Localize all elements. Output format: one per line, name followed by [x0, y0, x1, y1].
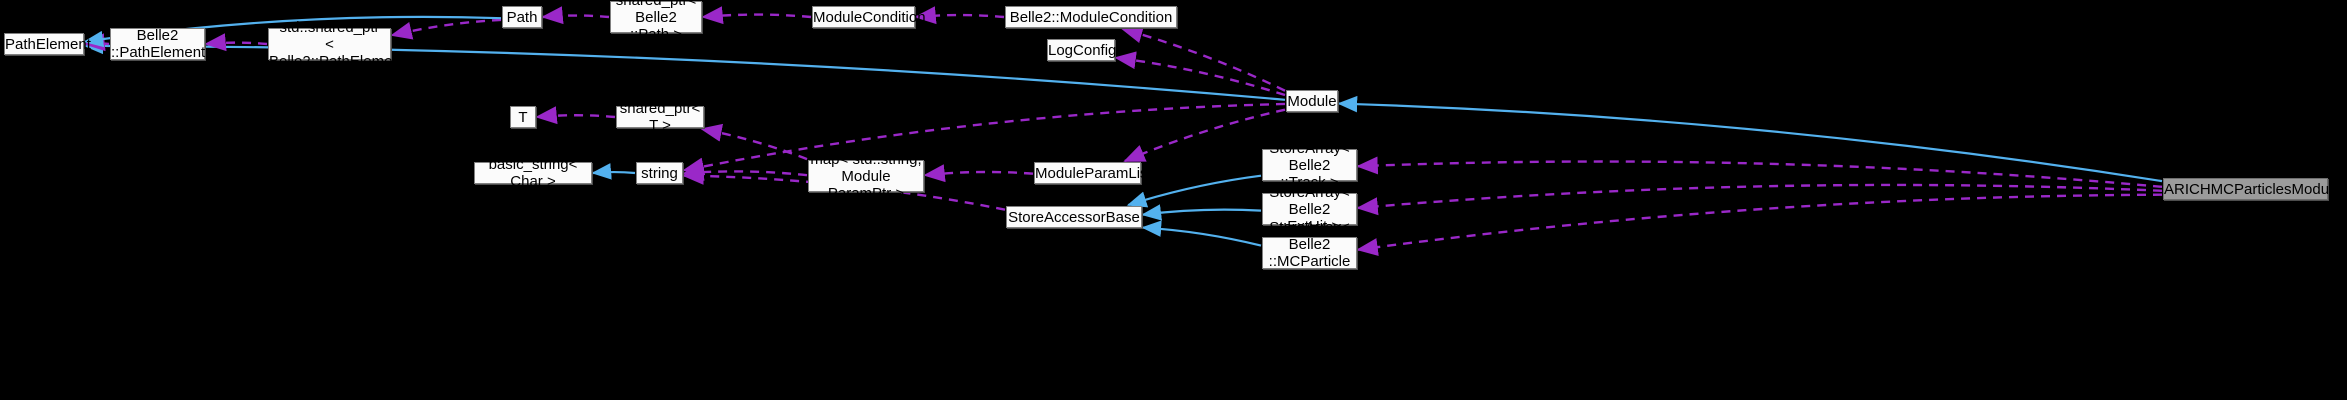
class-node-label: PathElement [5, 35, 91, 53]
class-node-label: string [641, 164, 678, 182]
class-node-label: shared_ptr< Belle2 ::PathElement > [111, 10, 206, 78]
edge-e-arich-to-storearray-mcparticle [1356, 193, 2163, 256]
class-node-label: map< std::string, Module ParamPtr > [810, 150, 922, 202]
edge-e-module-to-moduleparamlist [1123, 108, 1286, 163]
class-node-basic-string-char[interactable]: basic_string< Char > [474, 156, 592, 190]
class-node-module-param-list[interactable]: ModuleParamList [1034, 162, 1152, 184]
class-node-store-accessor-base[interactable]: StoreAccessorBase [1006, 206, 1142, 228]
edge-e-moduleparamlist-to-map [923, 164, 1034, 183]
class-node-label: T [518, 108, 528, 126]
class-node-shared-ptr-t[interactable]: shared_ptr< T > [616, 100, 704, 134]
class-node-label: ARICHMCParticlesModule [2164, 180, 2341, 198]
class-node-module[interactable]: Module [1286, 90, 1338, 112]
class-node-log-config[interactable]: LogConfig [1047, 39, 1117, 61]
class-node-label: ModuleCondition [813, 8, 926, 26]
edge-e-path-to-list [390, 18, 502, 40]
class-node-label: shared_ptr< Belle2 ::Path > [615, 0, 697, 43]
class-node-arich-mc-particles-module[interactable]: ARICHMCParticlesModule [2163, 178, 2341, 200]
class-node-label: shared_ptr< T > [619, 100, 701, 134]
class-node-shared-ptr-path[interactable]: shared_ptr< Belle2 ::Path > [610, 0, 702, 43]
edge-e-arich-to-storearray-exthit [1356, 183, 2163, 216]
class-node-label: Path [506, 8, 538, 26]
class-node-store-array-mcparticle[interactable]: StoreArray< Belle2 ::MCParticle > [1262, 219, 1357, 287]
edge-e-string-to-basicstring [591, 163, 636, 180]
class-node-path[interactable]: Path [502, 6, 542, 28]
edge-e-sharedptr-t-to-t [535, 106, 616, 125]
edge-e-storearray-exthit-to-sab [1141, 204, 1262, 221]
class-node-label: Module [1287, 92, 1337, 110]
class-node-string[interactable]: string [636, 162, 683, 184]
class-node-store-array-track[interactable]: StoreArray< Belle2 ::Track > [1262, 140, 1357, 191]
class-node-label: list< std::shared_ptr < Belle2::PathElem… [269, 1, 405, 87]
class-node-vector-module-condition[interactable]: vector< Belle2::ModuleCondition > [1005, 0, 1177, 43]
edge-e-arich-to-module [1337, 95, 2163, 183]
class-node-store-array-exthit[interactable]: StoreArray< Belle2 ::ExtHit > [1262, 184, 1357, 235]
class-node-path-element[interactable]: PathElement [4, 33, 91, 55]
class-node-label: StoreArray< Belle2 ::MCParticle > [1268, 219, 1351, 287]
class-node-map-string-moduleparamptr[interactable]: map< std::string, Module ParamPtr > [808, 151, 924, 202]
edge-e-module-to-logconfig [1114, 51, 1286, 97]
edge-e-list-to-sharedptr-pe [204, 33, 268, 52]
edge-e-sharedptr-path-to-path [541, 6, 610, 25]
edge-e-storearray-mcparticle-to-sab [1141, 220, 1262, 247]
class-node-t[interactable]: T [510, 106, 536, 128]
edge-e-module-to-string [682, 102, 1286, 176]
class-node-label: StoreArray< Belle2 ::Track > [1269, 139, 1350, 191]
edge-e-vector-to-modulecondition [914, 6, 1005, 25]
class-node-module-condition[interactable]: ModuleCondition [812, 6, 926, 28]
class-node-label: ModuleParamList [1035, 164, 1152, 182]
class-node-label: StoreArray< Belle2 ::ExtHit > [1269, 183, 1350, 235]
class-node-label: LogConfig [1048, 41, 1117, 59]
edge-e-map-to-sharedptr-t [700, 123, 808, 161]
class-node-label: StoreAccessorBase [1008, 208, 1140, 226]
edge-e-modulecondition-to-sharedptr-path [701, 6, 812, 25]
class-node-list-shared-ptr-pathelement[interactable]: list< std::shared_ptr < Belle2::PathElem… [268, 2, 405, 87]
class-node-shared-ptr-pathelement[interactable]: shared_ptr< Belle2 ::PathElement > [110, 10, 205, 78]
edge-e-map-to-string [682, 162, 808, 181]
edge-e-arich-to-storearray-track [1356, 156, 2163, 189]
class-node-label: vector< Belle2::ModuleCondition > [1009, 0, 1173, 43]
class-node-label: basic_string< Char > [488, 156, 578, 190]
